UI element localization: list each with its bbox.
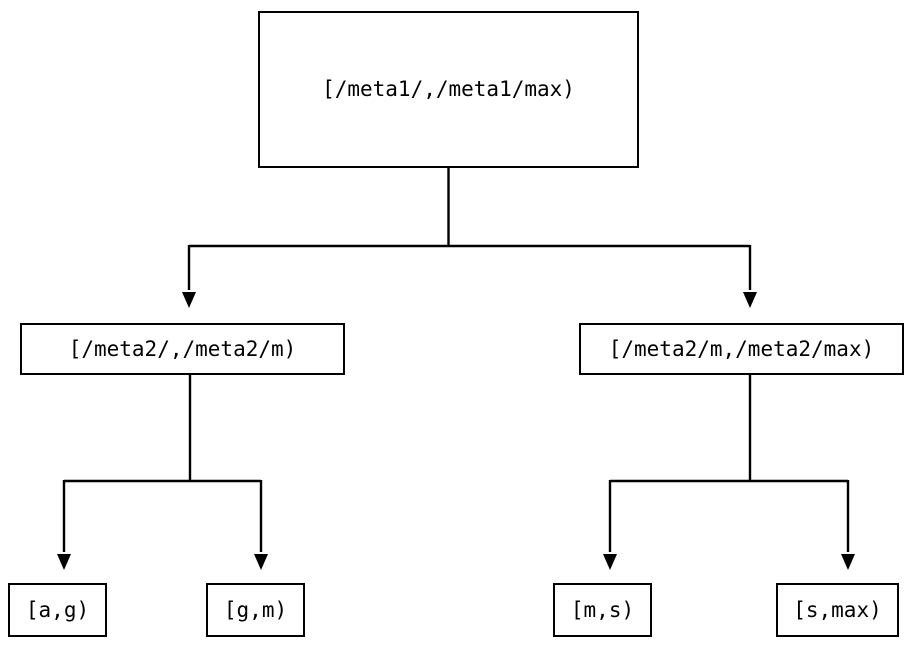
edge-midleft-to-leaves-group (57, 375, 268, 570)
arrowhead-leaf-ag-icon (57, 554, 71, 570)
edge-midright-to-leaves-group (603, 375, 855, 570)
node-leaf-m-s[interactable]: [m,s) (553, 583, 652, 637)
node-mid-right-label: [/meta2/m,/meta2/max) (608, 336, 875, 361)
arrowhead-leaf-smax-icon (841, 554, 855, 570)
node-mid-left-label: [/meta2/,/meta2/m) (68, 336, 297, 361)
arrowhead-leaf-ms-icon (603, 554, 617, 570)
node-root-label: [/meta1/,/meta1/max) (322, 77, 575, 101)
node-leaf-g-m[interactable]: [g,m) (206, 583, 305, 637)
node-mid-left[interactable]: [/meta2/,/meta2/m) (20, 323, 345, 375)
node-root[interactable]: [/meta1/,/meta1/max) (258, 11, 639, 168)
arrowhead-leaf-gm-icon (254, 554, 268, 570)
node-leaf-s-max[interactable]: [s,max) (776, 583, 899, 637)
node-leaf-a-g[interactable]: [a,g) (8, 583, 107, 637)
arrowhead-mid-left-icon (182, 292, 196, 308)
node-leaf-g-m-label: [g,m) (223, 597, 288, 622)
node-leaf-m-s-label: [m,s) (570, 597, 635, 622)
node-mid-right[interactable]: [/meta2/m,/meta2/max) (579, 323, 904, 375)
node-leaf-a-g-label: [a,g) (25, 597, 90, 622)
arrowhead-mid-right-icon (743, 292, 757, 308)
edge-root-to-mid-group (182, 168, 757, 308)
node-leaf-s-max-label: [s,max) (793, 597, 882, 622)
